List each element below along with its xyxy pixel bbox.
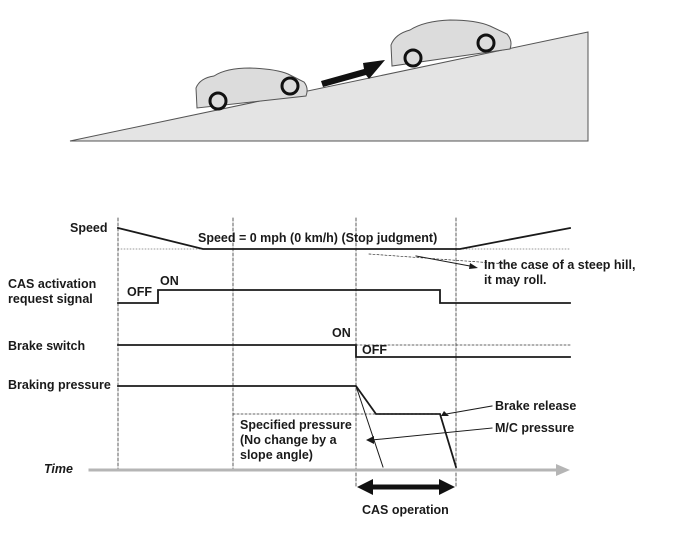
cas-off-label: OFF <box>127 285 152 299</box>
movement-arrow <box>321 60 385 87</box>
car-lower-front-wheel <box>280 76 300 96</box>
brake-switch-trace <box>117 344 571 358</box>
car-upper-rear-wheel <box>403 48 423 68</box>
car-lower <box>195 67 308 111</box>
braking-pressure-label: Braking pressure <box>8 378 111 392</box>
cas-signal-label: CAS activation request signal <box>8 277 97 306</box>
mc-pressure-label: M/C pressure <box>495 421 575 435</box>
time-label: Time <box>44 462 73 476</box>
timing-diagram <box>88 217 572 495</box>
brake-on-label: ON <box>332 326 351 340</box>
cas-operation-label: CAS operation <box>362 503 449 517</box>
brake-release-label: Brake release <box>495 399 577 413</box>
brake-off-label: OFF <box>362 343 387 357</box>
speed-label: Speed <box>70 221 108 235</box>
brake-switch-label: Brake switch <box>8 339 86 353</box>
cas-on-label: ON <box>160 274 179 288</box>
hill-slope <box>69 31 589 142</box>
car-lower-rear-wheel <box>208 91 228 111</box>
braking-pressure-trace <box>117 385 458 469</box>
cas-operation-arrow <box>357 479 455 495</box>
speed-note: Speed = 0 mph (0 km/h) (Stop judgment) <box>198 231 438 245</box>
car-upper-front-wheel <box>476 33 496 53</box>
mc-pressure-trace <box>355 385 384 468</box>
speed-trace <box>116 226 572 250</box>
specified-pressure-label: Specified pressure (No change by a slope… <box>240 418 352 462</box>
hill-illustration <box>69 19 589 142</box>
steep-hill-note: In the case of a steep hill, it may roll… <box>484 258 636 287</box>
cas-signal-trace <box>117 289 571 304</box>
car-upper <box>390 19 512 68</box>
